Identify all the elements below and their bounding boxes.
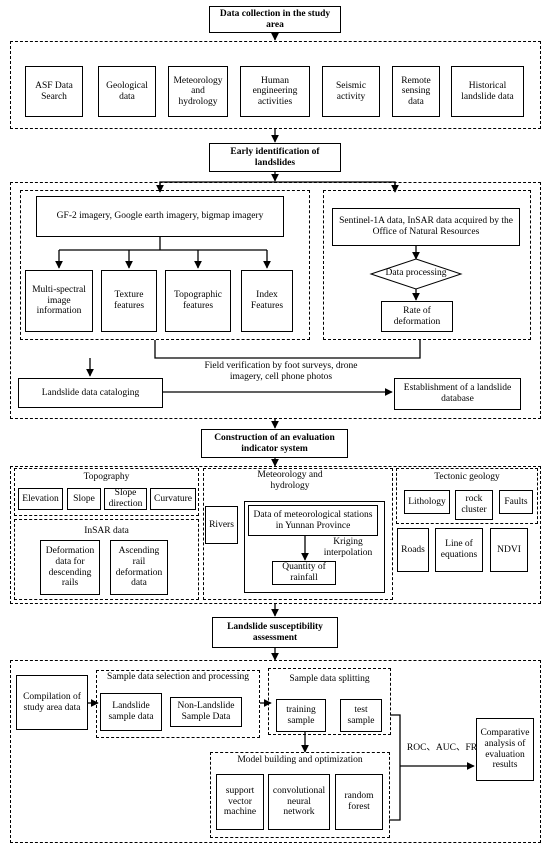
rate-of-deformation: Rate of deformation <box>381 301 453 332</box>
indicator-roads: Roads <box>397 528 429 572</box>
landslide-sample-data: Landslide sample data <box>100 693 162 731</box>
meteorology-title: Meteorology and hydrology <box>257 470 323 491</box>
metric-line <box>389 714 401 821</box>
indicator-slope-direction: Slope direction <box>104 488 147 510</box>
comparative-analysis: Comparative analysis of evaluation resul… <box>476 718 534 781</box>
indicator-descending-rails: Deformation data for descending rails <box>40 540 100 595</box>
indicator-faults: Faults <box>499 490 533 514</box>
feature-index: Index Features <box>241 270 293 332</box>
data-source-human-engineering: Human engineering activities <box>240 66 310 117</box>
insar-group <box>323 190 531 340</box>
data-processing-label: Data processing <box>385 268 447 278</box>
compilation-of-study-data: Compilation of study area data <box>16 675 88 730</box>
sample-splitting-group <box>268 668 391 735</box>
indicator-rainfall: Quantity of rainfall <box>272 561 336 585</box>
indicator-slope: Slope <box>67 488 101 510</box>
data-source-asf: ASF Data Search <box>25 66 83 117</box>
stage3-title: Construction of an evaluation indicator … <box>201 429 348 458</box>
feature-topographic: Topographic features <box>165 270 231 332</box>
indicator-group <box>10 466 541 604</box>
data-source-geological: Geological data <box>98 66 156 117</box>
feature-multispectral: Multi-spectral image information <box>25 270 93 332</box>
model-cnn: convolutional neural network <box>268 774 330 830</box>
data-source-seismic: Seismic activity <box>322 66 380 117</box>
identification-group <box>10 182 541 419</box>
data-source-meteorology: Meteorology and hydrology <box>168 66 228 117</box>
model-random-forest: random forest <box>335 774 383 830</box>
kriging-label: Kriging interpolation <box>323 537 373 558</box>
tectonic-title: Tectonic geology <box>434 472 500 482</box>
model-building-group <box>210 752 390 838</box>
sample-splitting-title: Sample data splitting <box>289 674 370 684</box>
stage1-title: Data collection in the study area <box>209 6 341 33</box>
meteorology-inner-box <box>244 501 385 593</box>
indicator-rock-cluster: rock cluster <box>455 490 493 520</box>
data-source-historical-landslide: Historical landslide data <box>451 66 524 117</box>
optical-group <box>20 190 310 340</box>
landslide-data-cataloging: Landslide data cataloging <box>18 378 163 408</box>
indicator-rivers: Rivers <box>205 506 238 544</box>
insar-data-title: InSAR data <box>84 526 129 536</box>
indicator-elevation: Elevation <box>18 488 63 510</box>
model-building-title: Model building and optimization <box>237 755 363 765</box>
data-source-remote-sensing: Remote sensing data <box>392 66 440 117</box>
model-svm: support vector machine <box>216 774 264 830</box>
insar-source: Sentinel-1A data, InSAR data acquired by… <box>332 208 520 246</box>
indicator-line-of-equations: Line of equations <box>435 528 483 572</box>
tectonic-group <box>396 468 538 524</box>
landslide-database: Establishment of a landslide database <box>394 378 521 410</box>
indicator-lithology: Lithology <box>404 490 450 514</box>
indicator-ndvi: NDVI <box>490 528 528 572</box>
stage2-title: Early identification of landslides <box>209 143 341 172</box>
training-sample: training sample <box>276 699 326 732</box>
data-collection-group <box>10 41 541 129</box>
non-landslide-sample-data: Non-Landslide Sample Data <box>170 697 242 727</box>
meteorology-group <box>203 468 393 600</box>
assessment-group <box>10 660 541 843</box>
metrics-label: ROC、AUC、FR <box>406 743 478 753</box>
indicator-curvature: Curvature <box>150 488 196 510</box>
insar-data-group <box>14 519 199 600</box>
field-verification-note: Field verification by foot surveys, dron… <box>204 361 358 382</box>
merge-line <box>154 340 421 359</box>
topography-group <box>14 468 199 516</box>
stage4-title: Landslide susceptibility assessment <box>212 617 338 648</box>
sample-selection-group <box>96 670 260 738</box>
topography-title: Topography <box>83 472 130 482</box>
data-processing-diamond <box>369 258 463 290</box>
indicator-ascending-rail: Ascending rail deformation data <box>110 540 168 595</box>
feature-texture: Texture features <box>101 270 157 332</box>
sample-selection-title: Sample data selection and processing <box>107 672 249 682</box>
meteorological-stations: Data of meteorological stations in Yunna… <box>248 505 378 536</box>
optical-imagery-source: GF-2 imagery, Google earth imagery, bigm… <box>36 196 284 237</box>
test-sample: test sample <box>340 699 382 732</box>
